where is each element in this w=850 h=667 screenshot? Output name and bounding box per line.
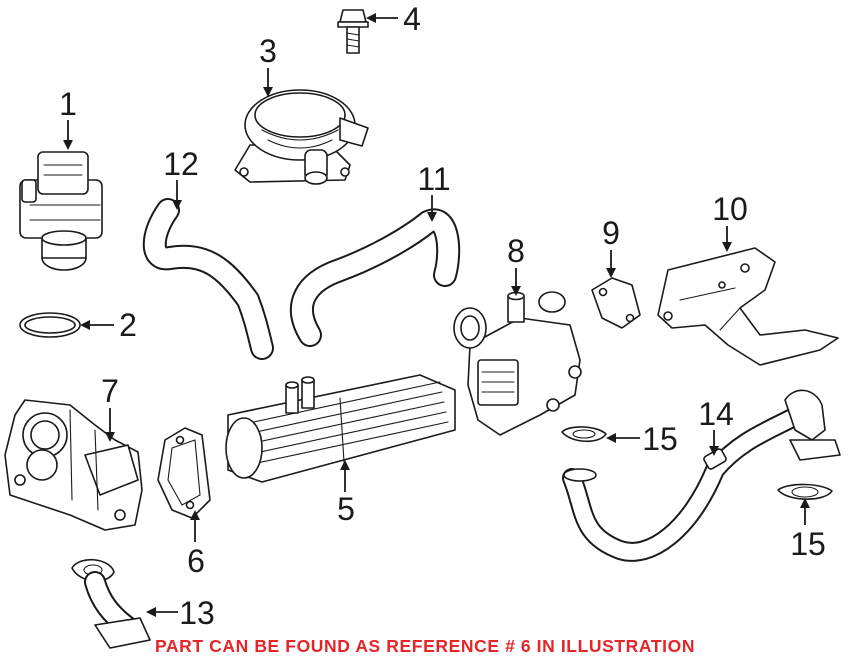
part-3-diaphragm-valve <box>234 89 369 185</box>
part-4-bolt <box>337 9 369 54</box>
callout-8: 8 <box>507 233 525 269</box>
part-5-egr-cooler <box>225 374 456 483</box>
callout-6: 6 <box>187 543 205 579</box>
part-7-throttle-housing <box>4 399 143 531</box>
callout-15-upper: 15 <box>642 421 678 457</box>
part-8-egr-valve <box>453 291 582 436</box>
part-1-air-valve <box>19 151 103 271</box>
callout-numbers: 1 2 3 4 5 6 7 8 9 10 11 12 13 14 15 15 <box>59 1 826 631</box>
callout-11: 11 <box>417 161 450 197</box>
reference-caption: PART CAN BE FOUND AS REFERENCE # 6 IN IL… <box>154 636 696 656</box>
callout-15-lower: 15 <box>790 526 826 562</box>
part-6-gasket <box>157 427 211 519</box>
part-14-exhaust-pipe <box>562 389 841 562</box>
part-11-hose <box>289 208 461 347</box>
leader-lines <box>63 13 810 617</box>
callout-3: 3 <box>259 33 277 69</box>
callout-14: 14 <box>698 396 734 432</box>
callout-10: 10 <box>712 191 748 227</box>
part-10-mounting-bracket <box>657 247 839 366</box>
part-12-hose <box>142 198 274 360</box>
callout-13: 13 <box>179 595 215 631</box>
callout-4: 4 <box>403 1 421 37</box>
callout-9: 9 <box>602 215 620 251</box>
part-9-bracket-plate <box>591 277 641 329</box>
callout-12: 12 <box>163 146 199 182</box>
callout-5: 5 <box>337 491 355 527</box>
callout-7: 7 <box>101 373 119 409</box>
callout-2: 2 <box>119 307 137 343</box>
part-13-flange-tube <box>71 559 151 649</box>
part-15-gasket-lower <box>777 483 833 500</box>
callout-1: 1 <box>59 86 77 122</box>
part-2-o-ring <box>19 312 81 338</box>
part-15-gasket-upper <box>561 426 607 443</box>
